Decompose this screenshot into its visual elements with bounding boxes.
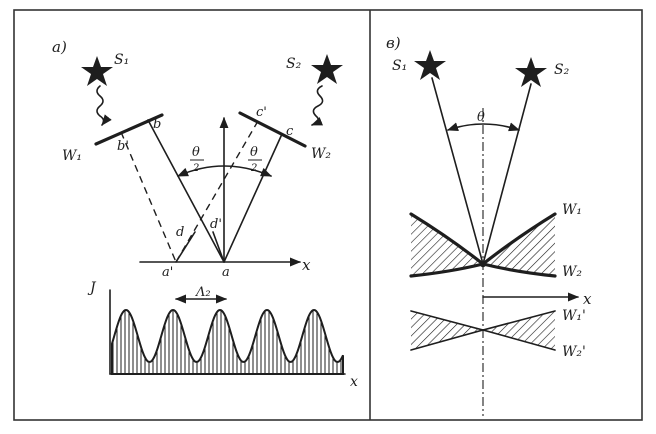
perp-a-d-prime xyxy=(212,231,225,263)
point-d-prime-label: d' xyxy=(210,217,222,232)
source-left-star xyxy=(81,56,113,86)
upper-fringe-left xyxy=(411,214,483,276)
angle-b-label: θ xyxy=(477,110,485,125)
wavefront-w1 xyxy=(94,113,164,146)
period-label: Λ₂ xyxy=(195,285,211,300)
wave-b2-prime-label: W₂' xyxy=(562,344,586,360)
source-left-label: S₁ xyxy=(114,52,129,68)
upper-fringe-right xyxy=(483,214,555,276)
panel-a-label: a) xyxy=(52,38,67,56)
x-axis-b-label: x xyxy=(583,290,592,308)
wave-b1-prime-label: W₁' xyxy=(562,308,586,324)
point-a-prime-label: a' xyxy=(162,265,173,280)
angle-right-denominator: 2 xyxy=(250,163,257,174)
point-d-label: d xyxy=(176,225,184,240)
wavefront-w2-prime xyxy=(410,329,556,351)
wavy-arrow-right xyxy=(310,85,324,126)
angle-arc-b xyxy=(446,122,521,132)
fringe-intensity-curve xyxy=(111,308,344,375)
source-right-star xyxy=(311,54,343,84)
source-b1-star xyxy=(414,50,446,80)
point-b-label: b xyxy=(153,117,161,132)
angle-left-theta: θ xyxy=(192,145,200,160)
panel-b: в) S₁ S₂ θ W₁ W₂ x W₁' W₂' xyxy=(386,34,592,416)
point-b-prime-label: b' xyxy=(117,139,129,154)
ray-s1 xyxy=(431,77,484,265)
ray-b-to-a xyxy=(147,119,225,263)
wave-b1-label: W₁ xyxy=(562,202,582,218)
perp-a-prime-d xyxy=(175,231,196,263)
intensity-axis-label: J xyxy=(87,280,97,296)
lower-fringe-left xyxy=(411,311,483,350)
ray-s2 xyxy=(482,83,532,265)
wavefront-w2-label: W₂ xyxy=(311,146,331,162)
figure-frame xyxy=(13,9,643,421)
panel-b-label: в) xyxy=(386,34,401,52)
plot-x-label: x xyxy=(350,374,358,390)
wavefront-w1-label: W₁ xyxy=(62,148,82,164)
angle-arc xyxy=(176,165,273,177)
source-b1-label: S₁ xyxy=(392,58,407,74)
ray-b-prime-to-a-prime xyxy=(120,131,177,263)
wave-b2-label: W₂ xyxy=(562,264,582,280)
point-c-prime-label: c' xyxy=(256,105,267,120)
x-axis-top-label: x xyxy=(302,256,311,274)
source-right-label: S₂ xyxy=(286,56,302,72)
wavy-arrow-left xyxy=(96,85,112,126)
point-c-label: c xyxy=(286,124,294,139)
angle-right-theta: θ xyxy=(250,145,258,160)
source-b2-star xyxy=(515,57,547,87)
intersection-point xyxy=(479,260,487,268)
wavefront-w2 xyxy=(238,111,307,148)
point-a-label: a xyxy=(222,265,230,280)
ray-c-prime-to-a-prime xyxy=(175,120,259,263)
lower-fringe-right xyxy=(483,311,555,350)
angle-left-denominator: 2 xyxy=(192,163,199,174)
panel-a: a) S₁ S₂ W₁ W₂ θ 2 θ 2 b xyxy=(52,38,358,390)
ray-c-to-a xyxy=(223,133,283,263)
source-b2-label: S₂ xyxy=(554,62,570,78)
